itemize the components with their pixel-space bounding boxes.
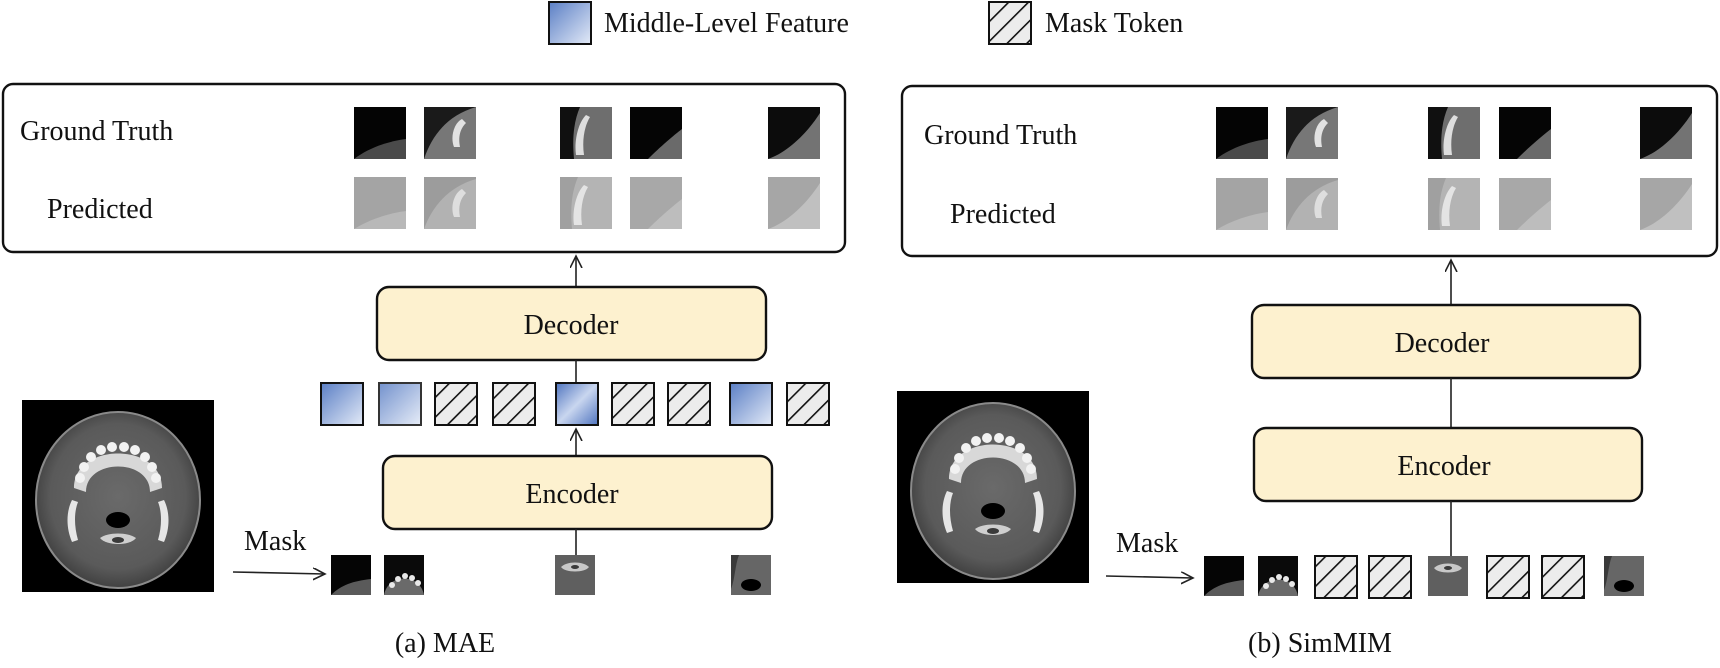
mae-mask-arrow (232, 572, 325, 574)
simmim-mask-token (1486, 555, 1530, 599)
simmim-mask-token (1541, 555, 1585, 599)
simmim-visible-patch (1428, 556, 1468, 596)
mae-pred-patch (630, 177, 682, 229)
simmim-pred-patch (1216, 178, 1268, 230)
mae-feature-token (555, 382, 599, 426)
mae-gt-patch (354, 107, 406, 159)
mae-gt-patch (560, 107, 612, 159)
mae-visible-patch (555, 555, 595, 595)
simmim-gt-patch (1286, 107, 1338, 159)
simmim-input-ct-image (896, 390, 1090, 584)
simmim-pred-patch (1640, 178, 1692, 230)
legend: Middle-Level Feature Mask Token (548, 1, 1183, 45)
mae-visible-patches (331, 555, 771, 595)
simmim-mask-token (1314, 555, 1358, 599)
mae-mask-token (434, 382, 478, 426)
mae-input-ct-image (21, 399, 215, 593)
mae-pred-patch (768, 177, 820, 229)
simmim-pred-patch (1499, 178, 1551, 230)
simmim-visible-patch (1604, 556, 1644, 596)
simmim-encoder-label: Encoder (1397, 451, 1491, 482)
mae-mask-token (492, 382, 536, 426)
mae-gt-patch (768, 107, 820, 159)
simmim-gt-patch (1216, 107, 1268, 159)
mae-token-row (320, 382, 830, 426)
simmim-token-row (1204, 555, 1644, 599)
mae-gt-patch (630, 107, 682, 159)
simmim-caption: (b) SimMIM (1248, 628, 1392, 659)
mae-gt-patch (424, 107, 476, 159)
legend-mask-swatch (988, 1, 1032, 45)
mae-feature-token (320, 382, 364, 426)
mae-pred-patch (354, 177, 406, 229)
mae-ground-truth-label: Ground Truth (20, 116, 173, 147)
panel-simmim: Ground Truth Predicted Decoder Encoder M… (896, 84, 1719, 659)
simmim-decoder-block (1250, 303, 1642, 380)
simmim-gt-patch (1640, 107, 1692, 159)
mae-caption: (a) MAE (395, 628, 495, 659)
simmim-gt-patch (1428, 107, 1480, 159)
mae-decoder-block (375, 285, 768, 362)
mae-decoder-label: Decoder (524, 310, 620, 341)
simmim-gt-patch (1499, 107, 1551, 159)
simmim-visible-patch (1204, 556, 1244, 596)
mae-mask-token (667, 382, 711, 426)
mae-predicted-label: Predicted (47, 194, 153, 225)
mae-mask-token (786, 382, 830, 426)
legend-mask-label: Mask Token (1045, 8, 1183, 39)
mae-encoder-block (381, 454, 774, 531)
simmim-encoder-block (1252, 426, 1644, 503)
mae-pred-patch (560, 177, 612, 229)
mae-pred-patch (424, 177, 476, 229)
simmim-predicted-label: Predicted (950, 199, 1056, 230)
mae-feature-token (378, 382, 422, 426)
simmim-pred-patch (1428, 178, 1480, 230)
mae-encoder-label: Encoder (525, 479, 619, 510)
simmim-mask-arrow (1105, 576, 1193, 578)
mae-mask-token (611, 382, 655, 426)
simmim-pred-patch (1286, 178, 1338, 230)
simmim-mask-label: Mask (1116, 528, 1178, 559)
mae-visible-patch (384, 555, 424, 595)
simmim-mask-token (1368, 555, 1412, 599)
panel-mae: Ground Truth Predicted Decoder (1, 82, 847, 659)
simmim-decoder-label: Decoder (1395, 328, 1491, 359)
simmim-ground-truth-label: Ground Truth (924, 120, 1077, 151)
legend-feature-label: Middle-Level Feature (604, 8, 849, 39)
mae-mask-label: Mask (244, 526, 306, 557)
mae-visible-patch (331, 555, 371, 595)
simmim-visible-patch (1258, 556, 1298, 596)
legend-feature-swatch (548, 1, 592, 45)
mae-visible-patch (731, 555, 771, 595)
mae-feature-token (729, 382, 773, 426)
